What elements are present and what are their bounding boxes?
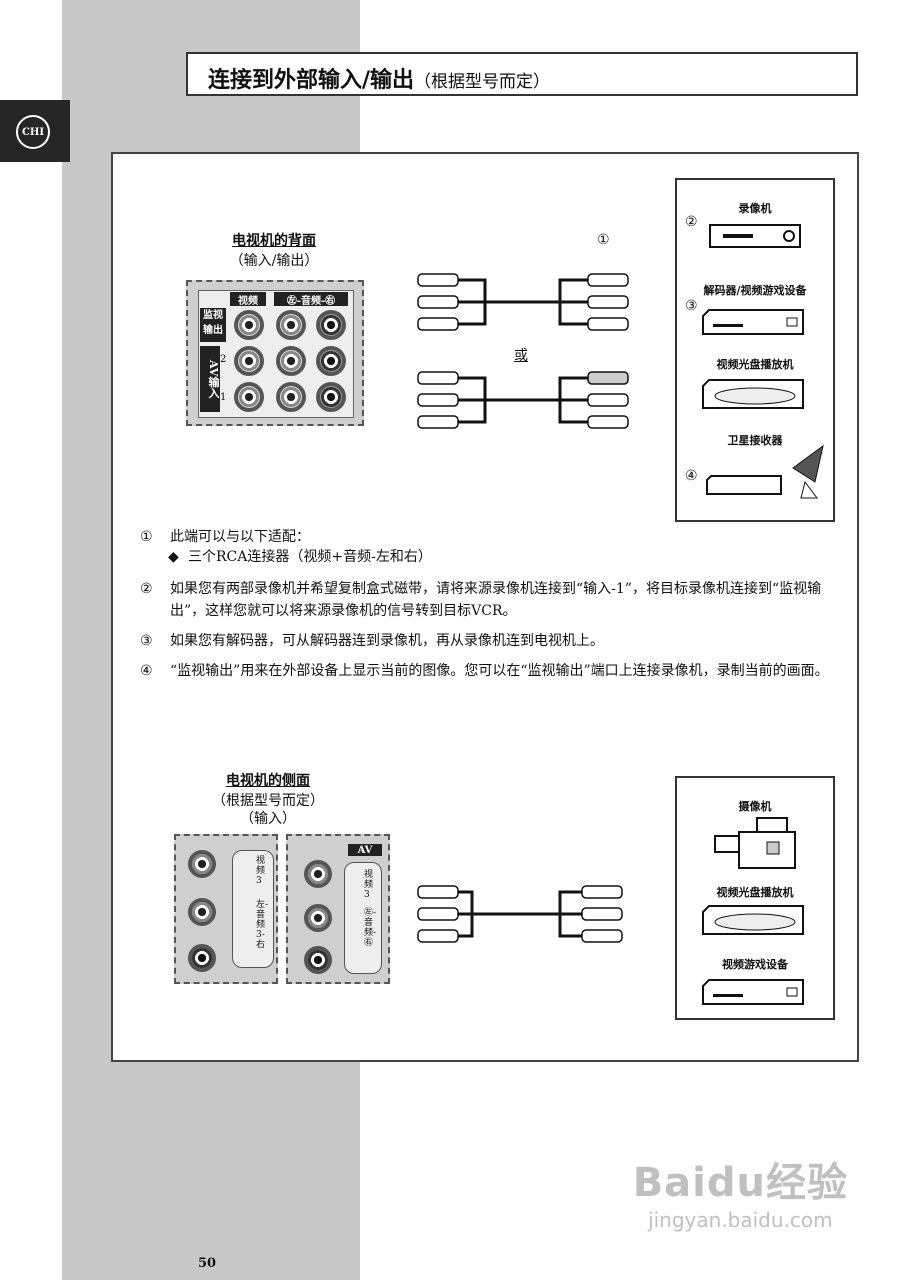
cable-marker: ① xyxy=(597,232,610,248)
av2-label: 2 xyxy=(220,354,227,365)
av2-audio-right-jack[interactable] xyxy=(316,346,346,376)
monitor-audio-left-jack[interactable] xyxy=(276,310,306,340)
language-badge: CHI xyxy=(16,115,50,149)
rear-panel-subtitle: （输入/输出） xyxy=(229,253,319,269)
side2-video-label: 视频3 xyxy=(364,870,374,900)
title-sub: （根据型号而定） xyxy=(414,72,551,92)
dvd-label: 视频光盘播放机 xyxy=(716,358,794,371)
side-rca-cables-diagram xyxy=(417,885,623,943)
av1-audio-right-jack[interactable] xyxy=(316,382,346,412)
av1-video-jack[interactable] xyxy=(234,382,264,412)
side-dvd-label: 视频光盘播放机 xyxy=(716,886,794,899)
satellite-label: 卫星接收器 xyxy=(727,434,783,447)
vcr-label: 录像机 xyxy=(738,202,772,215)
vcr-icon xyxy=(709,224,801,248)
note-4: ④“监视输出”用来在外部设备上显示当前的图像。您可以在“监视输出”端口上连接录像… xyxy=(140,663,829,679)
side-panel-subtitle-1: （根据型号而定） xyxy=(212,793,324,809)
or-label: 或 xyxy=(514,348,528,364)
page-title: 连接到外部输入/输出（根据型号而定） xyxy=(208,62,550,94)
monitor-video-jack[interactable] xyxy=(234,310,264,340)
col-video-label: 视频 xyxy=(230,292,266,307)
side2-video-jack[interactable] xyxy=(304,860,332,888)
side1-video-jack[interactable] xyxy=(188,850,216,878)
side-panel-subtitle-2: （输入） xyxy=(240,811,296,827)
external-devices-box: ② 录像机 解码器/视频游戏设备 ③ 视频光盘播放机 卫星接收器 ④ xyxy=(675,178,835,522)
av1-audio-left-jack[interactable] xyxy=(276,382,306,412)
side-jack-panel-1: 视频3 左-音频3-右 xyxy=(174,834,278,984)
av2-audio-left-jack[interactable] xyxy=(276,346,306,376)
side-dvd-player-icon xyxy=(702,905,804,935)
watermark-url: jingyan.baidu.com xyxy=(648,1208,833,1232)
language-tab: CHI xyxy=(0,100,70,162)
device-num-3: ③ xyxy=(685,298,698,314)
device-num-4: ④ xyxy=(685,468,698,484)
title-main: 连接到外部输入/输出 xyxy=(208,68,415,93)
monitor-audio-right-jack[interactable] xyxy=(316,310,346,340)
dvd-player-icon xyxy=(702,379,804,409)
game-console-label: 视频游戏设备 xyxy=(722,958,788,971)
side1-audio-right-jack[interactable] xyxy=(188,944,216,972)
decoder-label: 解码器/视频游戏设备 xyxy=(703,284,807,297)
device-num-2: ② xyxy=(685,214,698,230)
side2-audio-right-jack[interactable] xyxy=(304,946,332,974)
side2-audio-label: ㊧-音频-㊨ xyxy=(364,908,377,948)
av2-video-jack[interactable] xyxy=(234,346,264,376)
side2-audio-left-jack[interactable] xyxy=(304,904,332,932)
side1-audio-left-jack[interactable] xyxy=(188,898,216,926)
row-av-label: AV输入 xyxy=(200,346,220,412)
av-badge: AV xyxy=(348,844,382,856)
camcorder-label: 摄像机 xyxy=(738,800,772,813)
rear-panel-title: 电视机的背面 xyxy=(232,233,316,249)
side-panel-title: 电视机的侧面 xyxy=(226,773,310,789)
camcorder-icon xyxy=(714,817,796,869)
decoder-icon xyxy=(702,309,804,335)
page-number: 50 xyxy=(198,1256,217,1271)
side1-audio-label: 左-音频3-右 xyxy=(256,900,269,950)
side1-video-label: 视频3 xyxy=(256,856,266,886)
watermark-logo: Baidu经验 xyxy=(632,1160,848,1206)
section-title-box: 连接到外部输入/输出（根据型号而定） xyxy=(186,52,858,96)
game-console-icon xyxy=(702,979,804,1005)
note-1-bullet: ◆三个RCA连接器（视频+音频-左和右） xyxy=(168,549,432,565)
watermark: Baidu经验 jingyan.baidu.com xyxy=(633,1150,848,1232)
col-audio-label: ㊧-音频-㊨ xyxy=(274,292,348,307)
av1-label: 1 xyxy=(220,392,227,403)
side-devices-box: 摄像机 视频光盘播放机 视频游戏设备 xyxy=(675,776,835,1020)
satellite-receiver-icon xyxy=(706,444,824,499)
row-monitor-label: 监视输出 xyxy=(200,308,226,342)
rca-cables-diagram xyxy=(417,273,629,429)
rear-jack-panel: 视频 ㊧-音频-㊨ 监视输出 AV输入 2 1 xyxy=(186,280,364,426)
side-jack-panel-2: AV 视频3 ㊧-音频-㊨ xyxy=(286,834,390,984)
